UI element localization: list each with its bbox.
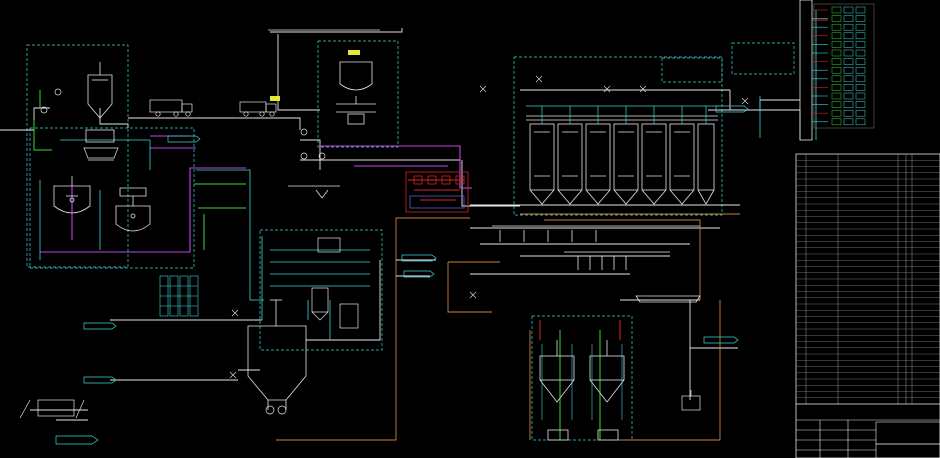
instrument-cell	[843, 101, 854, 108]
filter-header-cyan	[526, 105, 718, 124]
instrument-cell	[831, 15, 842, 22]
instrument-cell	[843, 109, 854, 117]
instrument-cell	[843, 58, 854, 65]
truck-2	[239, 101, 277, 117]
truck-1	[149, 99, 193, 117]
instrument-cell	[831, 92, 842, 100]
bag-station	[681, 390, 701, 411]
frame-silo-area	[531, 315, 633, 441]
process-lines-green	[33, 90, 601, 440]
instrument-cell	[843, 118, 854, 126]
section-frames	[26, 40, 795, 441]
frame-filter-bank-area	[513, 56, 723, 216]
instrument-cell	[843, 49, 854, 57]
instrument-cell	[831, 58, 842, 65]
instrument-cell	[831, 6, 842, 14]
instrument-cell	[831, 32, 842, 40]
instrument-cell	[843, 32, 854, 40]
title-block-frame	[795, 153, 940, 458]
filter-unit-3	[585, 123, 611, 205]
instrument-cell	[855, 6, 866, 14]
feed-screw	[83, 147, 119, 161]
instrument-cell	[855, 84, 866, 91]
filter-bank	[526, 115, 718, 205]
frame-reactor-area	[29, 127, 195, 269]
pump-symbols	[40, 88, 326, 415]
instrument-cell	[855, 75, 866, 83]
conveyors	[268, 29, 701, 303]
silo-1	[539, 340, 575, 441]
frame-acid-tank-area	[317, 40, 399, 148]
instrument-cell	[831, 84, 842, 91]
title-block-rows	[796, 160, 940, 405]
process-lines-cyan	[39, 10, 817, 340]
instrument-cell	[855, 23, 866, 31]
frame-upper-right-box	[661, 57, 723, 83]
acid-tank	[336, 61, 376, 125]
raw-material-hopper	[85, 62, 115, 143]
instrument-cell	[855, 58, 866, 65]
instrument-cell	[831, 75, 842, 83]
instrument-rows	[812, 6, 866, 126]
title-block-footer	[796, 420, 940, 458]
instrument-cell	[855, 15, 866, 22]
instrument-cell	[831, 49, 842, 57]
instrument-cell	[831, 66, 842, 74]
instrument-cell	[855, 66, 866, 74]
instrument-cell	[843, 66, 854, 74]
silo-supports	[541, 344, 623, 420]
control-cluster-blue	[409, 195, 465, 209]
control-cluster	[405, 171, 469, 213]
silo-2	[589, 340, 625, 441]
frame-raw-material-area	[26, 44, 129, 268]
instrument-cell	[843, 15, 854, 22]
instrument-cell	[843, 6, 854, 14]
reactor-2	[115, 187, 151, 232]
instrument-cell	[855, 109, 866, 117]
instrument-cell	[855, 92, 866, 100]
truck-yellow-marker	[270, 50, 360, 101]
instrument-cell	[831, 109, 842, 117]
valve-marks	[229, 75, 749, 379]
instrument-cell	[843, 75, 854, 83]
instrument-panel	[799, 0, 875, 141]
instrument-cell	[843, 84, 854, 91]
instrument-cell	[843, 41, 854, 48]
small-legend-box	[19, 399, 85, 419]
instrument-cell	[855, 41, 866, 48]
frame-dryer-area	[259, 229, 383, 351]
instrument-cell	[855, 32, 866, 40]
stream-arrow-tags	[55, 105, 749, 445]
instrument-cell	[843, 23, 854, 31]
instrument-cell	[831, 23, 842, 31]
title-block	[795, 153, 940, 458]
instrument-cell	[855, 101, 866, 108]
process-lines-orange	[276, 213, 740, 441]
instrument-cell	[855, 118, 866, 126]
instrument-cell	[831, 41, 842, 48]
instrument-cell	[843, 92, 854, 100]
instrument-panel-board	[813, 3, 875, 129]
equipment-tag-stack	[159, 275, 199, 317]
frame-upper-right-box-2	[731, 42, 795, 75]
instrument-cell	[831, 101, 842, 108]
dryer-vessels	[311, 237, 359, 329]
reactor-1	[53, 176, 91, 214]
instrument-cell	[855, 49, 866, 57]
dryer-cyclone	[247, 299, 307, 410]
instrument-cell	[831, 118, 842, 126]
process-lines-red	[408, 19, 828, 340]
